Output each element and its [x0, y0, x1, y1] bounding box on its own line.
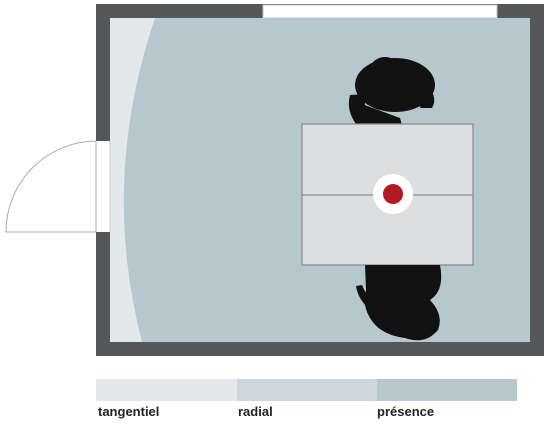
- sensor-icon: [373, 174, 413, 214]
- door-opening: [96, 141, 110, 232]
- floor-plan: [5, 4, 544, 356]
- person-top-view-icon: [348, 57, 435, 125]
- door-swing-icon: [5, 140, 97, 233]
- window: [262, 4, 498, 19]
- legend-label-radial: radial: [238, 404, 273, 419]
- person-top-view-icon: [356, 265, 442, 341]
- legend-label-presence: présence: [377, 404, 435, 419]
- legend-swatch-radial: [237, 379, 377, 401]
- legend-label-tangentiel: tangentiel: [98, 404, 160, 419]
- legend-swatch-tangentiel: [96, 379, 237, 401]
- legend-swatch-presence: [377, 379, 517, 401]
